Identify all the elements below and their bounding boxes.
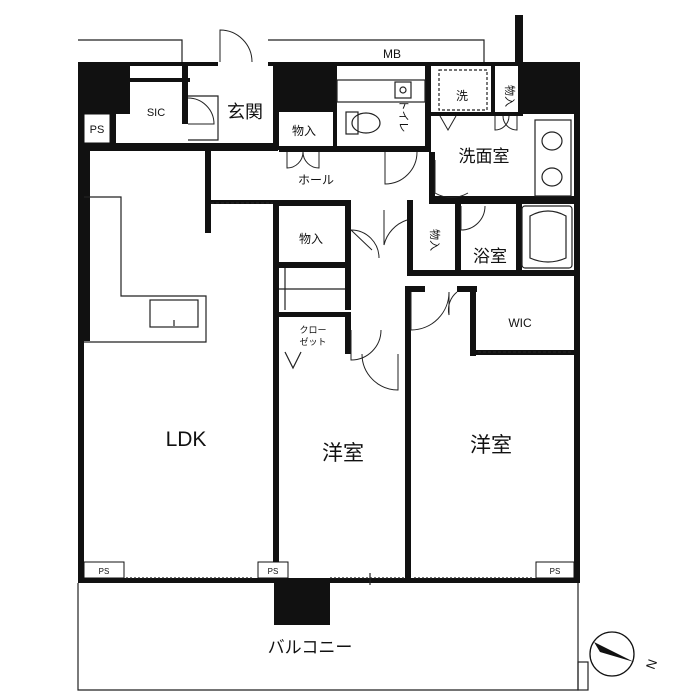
bedroom-right-label: 洋室 (470, 433, 512, 457)
compass-north-label: N (643, 657, 660, 671)
shaft-wall (515, 15, 523, 65)
washroom-label: 洗面室 (459, 147, 510, 167)
door-swings (187, 29, 518, 391)
ps-boxes (83, 113, 575, 579)
hall-storage-label: 物入 (299, 232, 323, 246)
toilet-storage-label: 物入 (292, 124, 316, 138)
fixtures (84, 69, 573, 585)
room-labels: LDK 洋室 洋室 玄関 洗面室 浴室 ホール バルコニー SIC WIC MB… (147, 47, 532, 658)
column-top-left (78, 62, 130, 114)
ps-label: PS (99, 567, 110, 576)
closet-label-line2: ゼット (299, 336, 326, 348)
ps-label: PS (268, 567, 279, 576)
washer-mark: 洗 (456, 89, 468, 103)
wic-label: WIC (508, 316, 532, 330)
ps-label: PS (550, 567, 561, 576)
storage-labels: 物入 物入 物入 物入 クロー ゼット 洗 (292, 85, 517, 348)
column-top-right (518, 62, 580, 114)
toilet-label: トイレ (397, 100, 410, 133)
entrance-label: 玄関 (227, 102, 263, 123)
storage-bath-label: 物入 (428, 229, 442, 251)
ps-label: PS (90, 124, 105, 136)
walls (78, 62, 580, 625)
sic-label: SIC (147, 107, 165, 119)
bathroom-label: 浴室 (473, 247, 507, 267)
hall-label: ホール (298, 173, 334, 187)
ldk-label: LDK (166, 428, 207, 451)
column-top-mid (273, 62, 335, 112)
storage-top-right-label: 物入 (503, 85, 517, 107)
context-lines (77, 39, 589, 691)
closet-label-line1: クロー (299, 325, 326, 336)
ps-labels: PS PS PS PS (90, 124, 561, 576)
balcony-label: バルコニー (268, 638, 353, 658)
mb-label: MB (383, 47, 401, 61)
bedroom-center-label: 洋室 (322, 441, 364, 465)
column-balcony (274, 583, 330, 625)
compass: N (589, 631, 660, 677)
